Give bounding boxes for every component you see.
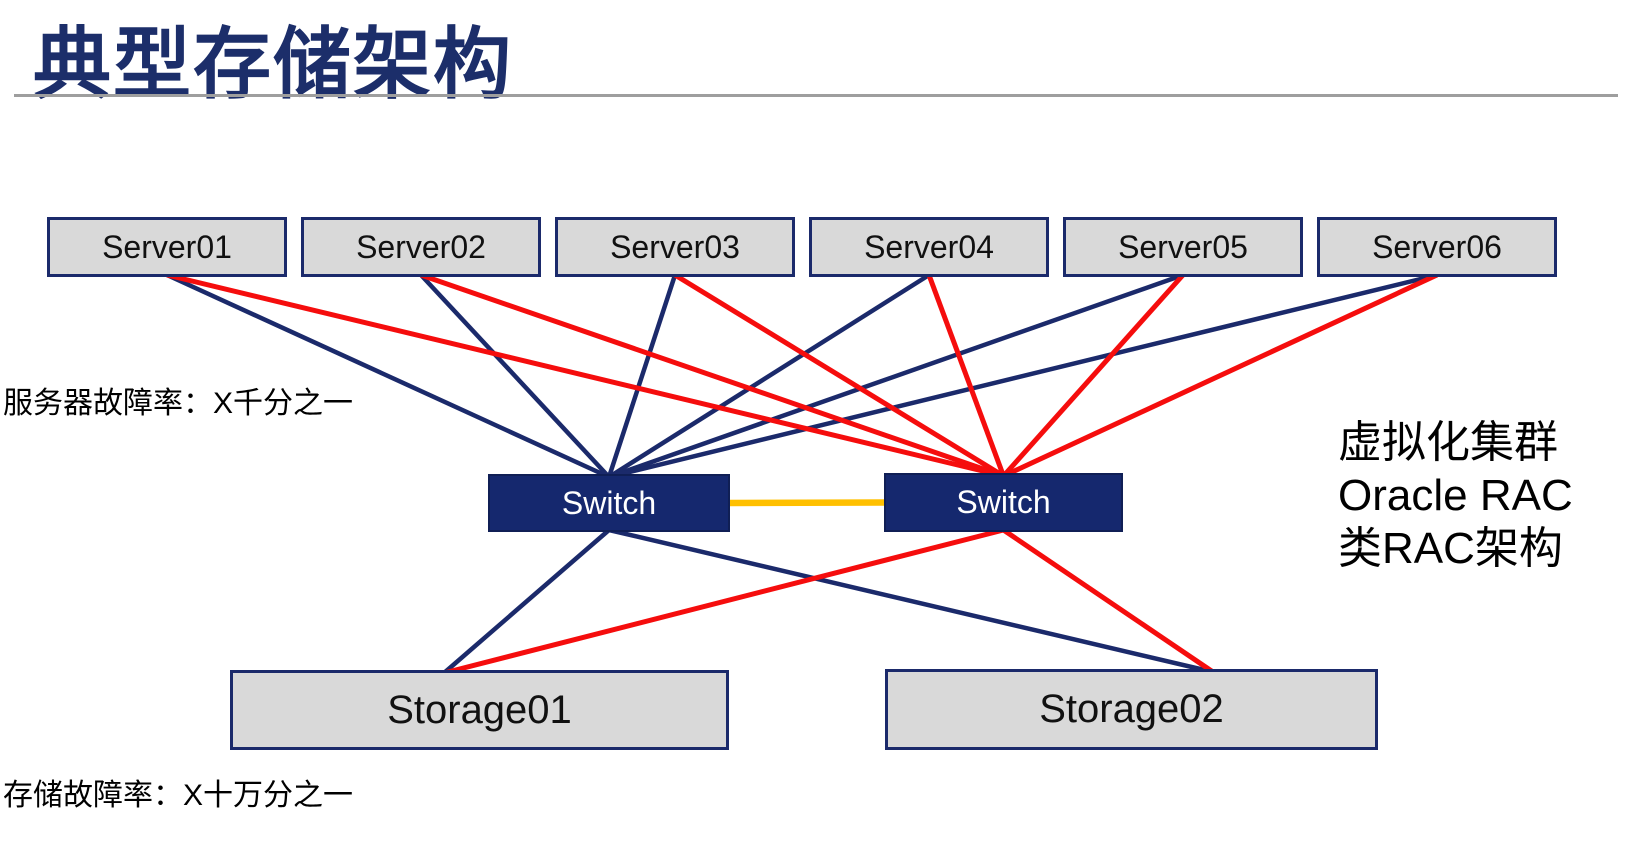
node-label: Server02 <box>356 228 486 265</box>
node-label: Server06 <box>1372 228 1502 265</box>
node-label: Storage01 <box>387 687 572 732</box>
cluster-note-line-2: Oracle RAC <box>1338 471 1573 520</box>
node-label: Switch <box>956 484 1051 520</box>
node-label: Server03 <box>610 228 740 265</box>
server-fault-rate-note: 服务器故障率：X千分之一 <box>3 387 354 420</box>
node-storage02: Storage02 <box>885 669 1378 750</box>
cluster-note-line-3: 类RAC架构 <box>1338 524 1563 573</box>
node-server02: Server02 <box>301 217 541 277</box>
page-title: 典型存储架构 <box>33 20 514 108</box>
node-server05: Server05 <box>1063 217 1303 277</box>
node-server04: Server04 <box>809 217 1049 277</box>
node-label: Server04 <box>864 228 994 265</box>
storage-fault-rate-note: 存储故障率：X十万分之一 <box>3 779 354 812</box>
node-switch-left: Switch <box>488 474 730 532</box>
node-label: Server01 <box>102 228 232 265</box>
node-server03: Server03 <box>555 217 795 277</box>
cluster-note-line-1: 虚拟化集群 <box>1338 418 1558 467</box>
node-storage01: Storage01 <box>230 670 729 750</box>
cluster-note: 虚拟化集群 Oracle RAC 类RAC架构 <box>1338 416 1573 575</box>
node-server01: Server01 <box>47 217 287 277</box>
node-server06: Server06 <box>1317 217 1557 277</box>
title-divider <box>14 94 1618 97</box>
node-switch-right: Switch <box>884 473 1123 532</box>
node-label: Server05 <box>1118 228 1248 265</box>
node-label: Storage02 <box>1039 687 1224 731</box>
node-label: Switch <box>561 484 657 521</box>
